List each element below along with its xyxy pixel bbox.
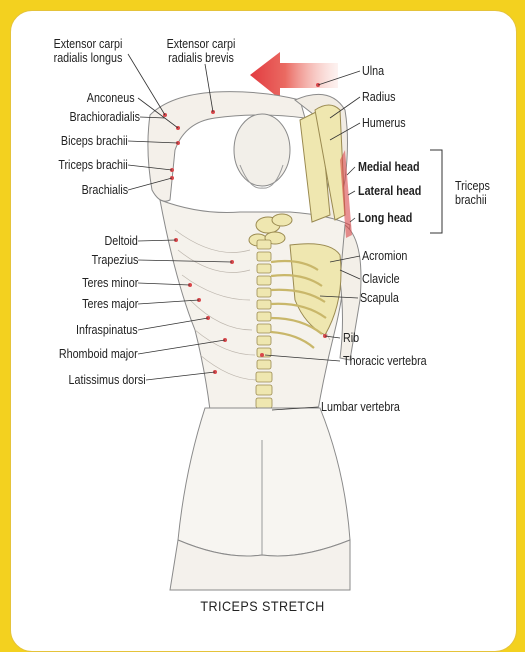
label-ulna: Ulna: [362, 64, 384, 78]
label-biceps-brachii: Biceps brachii: [61, 134, 128, 148]
label-rhomboid-major: Rhomboid major: [59, 347, 138, 361]
shorts: [178, 408, 350, 556]
label-triceps-brachii-left: Triceps brachii: [59, 158, 128, 172]
label-long-head: Long head: [358, 211, 412, 225]
caption: TRICEPS STRETCH: [26, 598, 499, 614]
label-rib: Rib: [343, 331, 359, 345]
label-infraspinatus: Infraspinatus: [76, 323, 138, 337]
label-humerus: Humerus: [362, 116, 406, 130]
triceps-bracket: [430, 150, 442, 233]
head: [234, 114, 290, 186]
label-lumbar-vertebra: Lumbar vertebra: [321, 400, 400, 414]
stretch-direction-arrow: [250, 52, 338, 99]
label-extensor-carpi-radialis-longus: Extensor carpi radialis longus: [45, 37, 131, 65]
label-teres-minor: Teres minor: [82, 276, 138, 290]
label-brachialis: Brachialis: [81, 183, 128, 197]
label-trapezius: Trapezius: [91, 253, 138, 267]
label-latissimus-dorsi: Latissimus dorsi: [69, 373, 146, 387]
label-deltoid: Deltoid: [105, 234, 138, 248]
label-lateral-head: Lateral head: [358, 184, 421, 198]
label-clavicle: Clavicle: [362, 272, 400, 286]
label-acromion: Acromion: [362, 249, 407, 263]
anatomy-figure: [0, 0, 525, 618]
label-brachioradialis: Brachioradialis: [69, 110, 140, 124]
label-extensor-carpi-radialis-brevis: Extensor carpi radialis brevis: [155, 37, 246, 65]
label-medial-head: Medial head: [358, 160, 420, 174]
label-teres-major: Teres major: [82, 297, 138, 311]
label-scapula: Scapula: [360, 291, 399, 305]
label-radius: Radius: [362, 90, 395, 104]
label-triceps-brachii-group: Triceps brachii: [455, 179, 490, 207]
label-anconeus: Anconeus: [87, 91, 135, 105]
label-thoracic-vertebra: Thoracic vertebra: [343, 354, 427, 368]
spine: [256, 240, 272, 421]
